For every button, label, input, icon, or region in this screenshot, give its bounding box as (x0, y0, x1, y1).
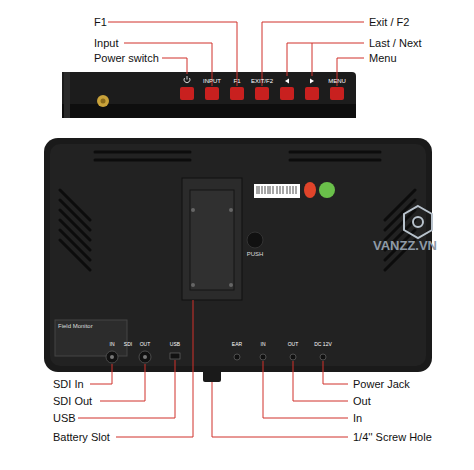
button-label: INPUT (203, 78, 221, 85)
port-label: OUT (140, 342, 151, 348)
port-label: DC 12V (314, 342, 332, 348)
callout-label: 1/4'' Screw Hole (352, 431, 433, 443)
watermark: VANZZ.VN (373, 239, 437, 253)
port-label: OUT (288, 342, 299, 348)
port-label: IN (261, 342, 266, 348)
callout-label: In (352, 412, 363, 424)
port-label: USB (170, 342, 180, 348)
button-label: EXIT/F2 (251, 78, 273, 85)
callout-label: Input (93, 37, 119, 49)
port-label: EAR (232, 342, 242, 348)
button-label: F1 (233, 78, 240, 85)
callout-label: Menu (368, 52, 398, 64)
callout-label: SDI Out (52, 395, 93, 407)
callout-label: Power switch (93, 52, 160, 64)
port-label: SDI (124, 342, 132, 348)
callout-label: F1 (93, 16, 108, 28)
callout-label: SDI In (52, 378, 85, 390)
callout-label: USB (52, 412, 77, 424)
callout-label: Out (352, 395, 372, 407)
callout-label: Battery Slot (52, 431, 111, 443)
callout-label: Power Jack (352, 378, 411, 390)
callout-label: Exit / F2 (368, 16, 410, 28)
button-label: MENU (328, 78, 346, 85)
button-label: PUSH (247, 251, 264, 258)
sticker-text: Field Monitor (58, 323, 93, 330)
callout-label: Last / Next (368, 37, 423, 49)
port-label: IN (110, 342, 115, 348)
